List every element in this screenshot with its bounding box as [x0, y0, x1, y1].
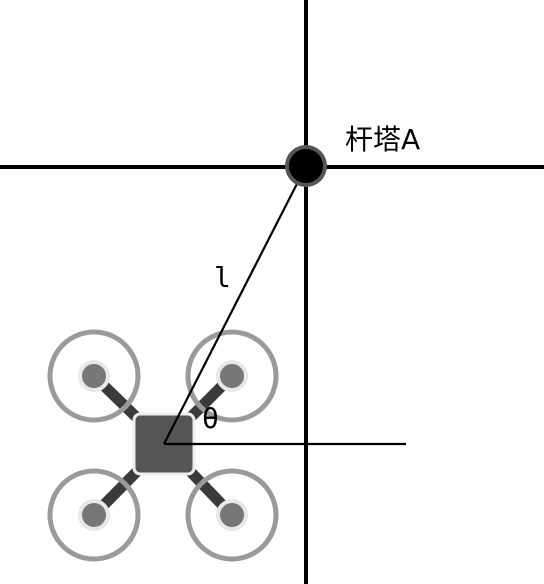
- tower-label: 杆塔A: [345, 123, 420, 156]
- distance-label: l: [214, 261, 231, 294]
- drone-rotor-bottom-right: [185, 468, 279, 562]
- drone-rotor-top-left: [47, 329, 141, 423]
- quadcopter-drone-icon: [47, 329, 279, 562]
- distance-line-l: [163, 173, 303, 445]
- drone-rotor-top-right: [185, 329, 279, 423]
- angle-label: θ: [202, 402, 219, 435]
- tower-node-icon: [285, 145, 327, 187]
- drone-rotor-bottom-left: [47, 468, 141, 562]
